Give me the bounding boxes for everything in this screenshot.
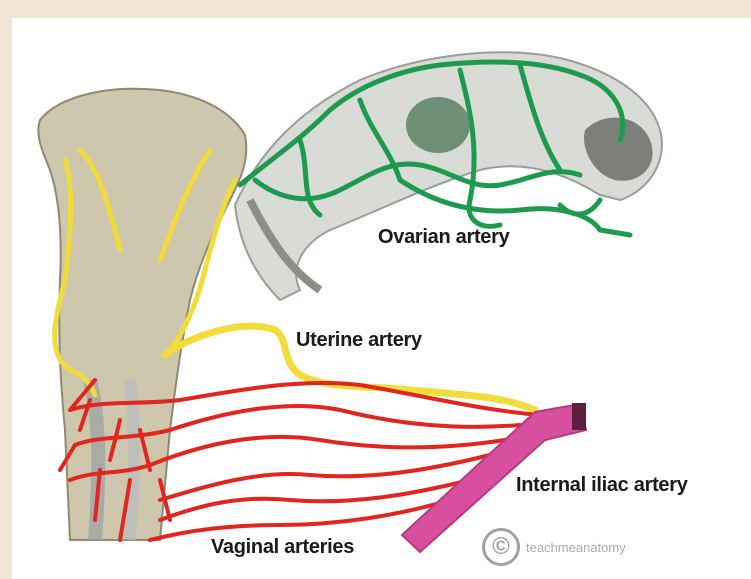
vaginal-arteries-label: Vaginal arteries: [211, 536, 354, 559]
watermark-text: teachmeanatomy: [526, 540, 626, 555]
uterine-artery-label: Uterine artery: [296, 329, 422, 352]
watermark: © teachmeanatomy: [482, 528, 626, 566]
ovarian-artery-label: Ovarian artery: [378, 226, 509, 249]
copyright-icon: ©: [482, 528, 520, 566]
internal-iliac-artery-label: Internal iliac artery: [516, 474, 688, 497]
